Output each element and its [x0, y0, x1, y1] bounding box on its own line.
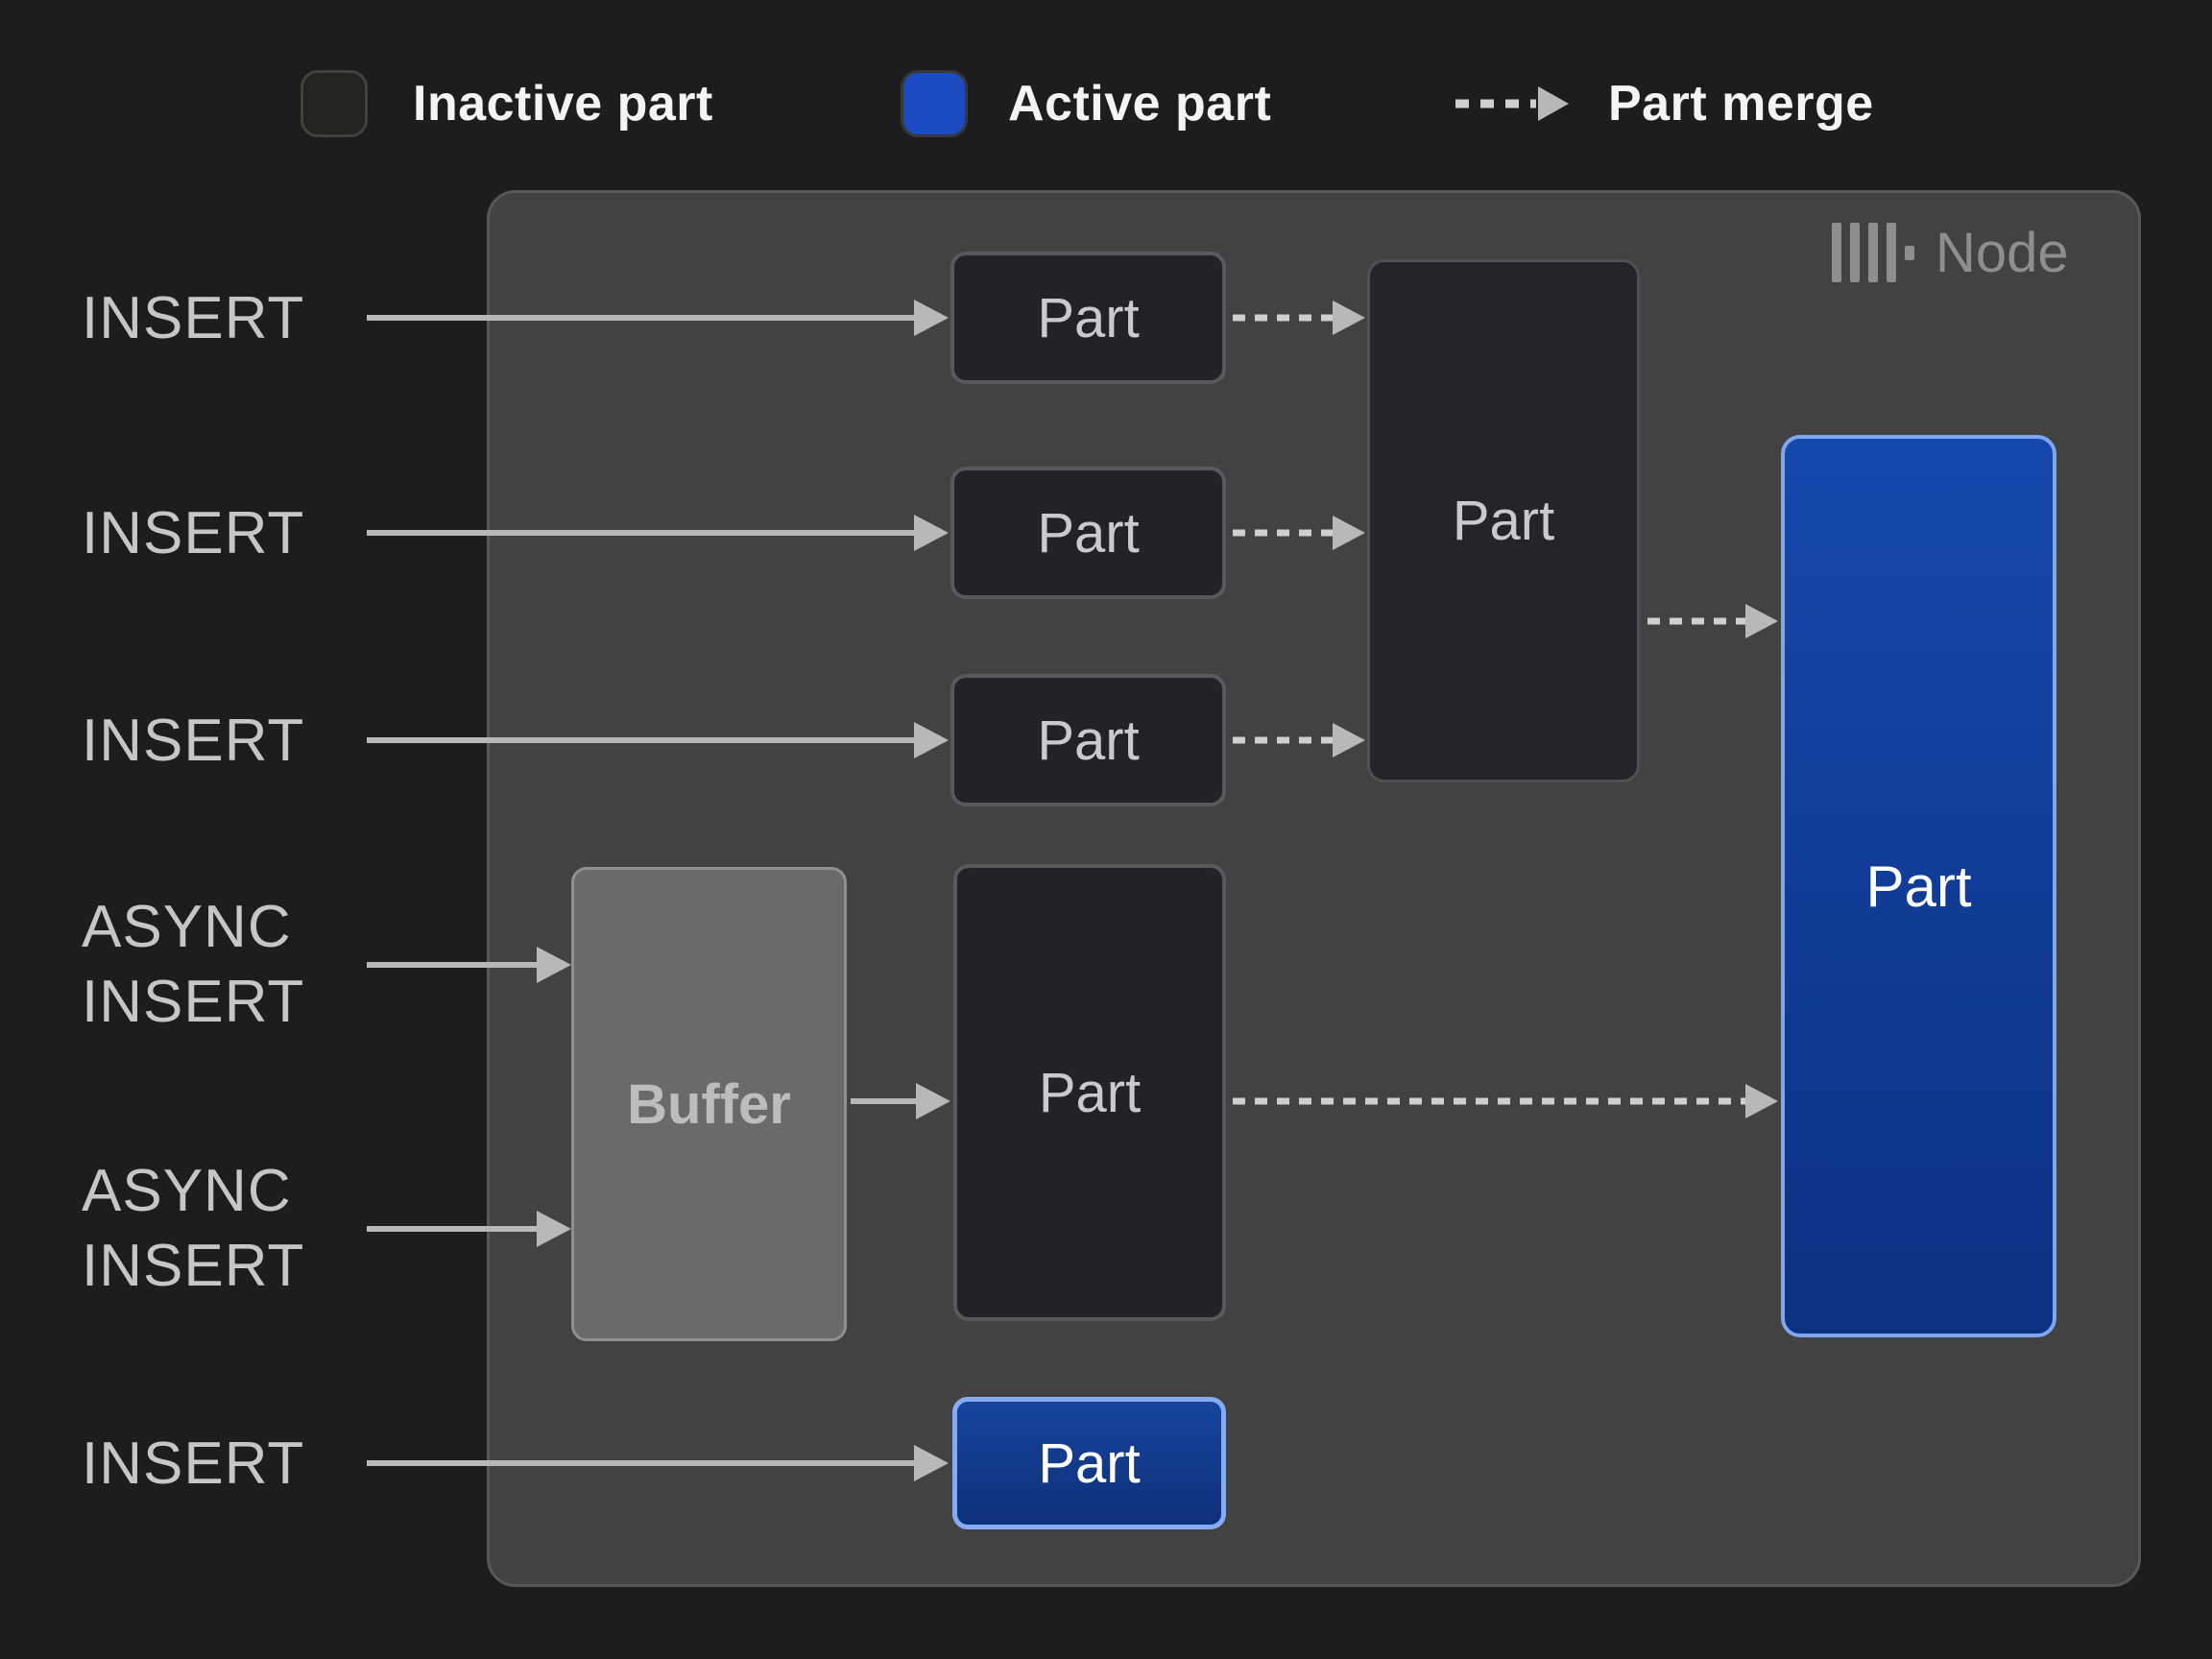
active-part-box-small: Part	[952, 1397, 1226, 1529]
buffer-box: Buffer	[571, 867, 847, 1341]
node-title: Node	[1832, 219, 2069, 286]
async-insert-label-2: ASYNC INSERT	[82, 1158, 305, 1299]
insert-label-1: INSERT	[82, 285, 305, 351]
async-insert-label-1: ASYNC INSERT	[82, 894, 305, 1035]
legend-label-merge: Part merge	[1608, 76, 1874, 132]
insert-label-4: INSERT	[82, 1431, 305, 1497]
inactive-part-swatch-icon	[301, 70, 368, 137]
legend-label-active: Active part	[1008, 76, 1272, 132]
active-part-box: Part	[1781, 435, 2056, 1337]
part-box-3: Part	[950, 674, 1226, 806]
part-box-4: Part	[953, 864, 1226, 1321]
active-part-swatch-icon	[901, 70, 968, 137]
insert-label-2: INSERT	[82, 500, 305, 566]
legend-item-inactive: Inactive part	[301, 70, 713, 137]
insert-label-3: INSERT	[82, 708, 305, 774]
dashed-arrow-icon	[1455, 86, 1569, 121]
part-box-2: Part	[950, 467, 1226, 599]
clickhouse-logo-icon	[1832, 223, 1914, 282]
merged-part-box: Part	[1367, 259, 1640, 782]
legend-item-active: Active part	[901, 70, 1271, 137]
legend-item-merge: Part merge	[1452, 70, 1874, 137]
node-title-label: Node	[1936, 221, 2069, 284]
part-box-1: Part	[950, 252, 1226, 384]
legend-label-inactive: Inactive part	[413, 76, 713, 132]
